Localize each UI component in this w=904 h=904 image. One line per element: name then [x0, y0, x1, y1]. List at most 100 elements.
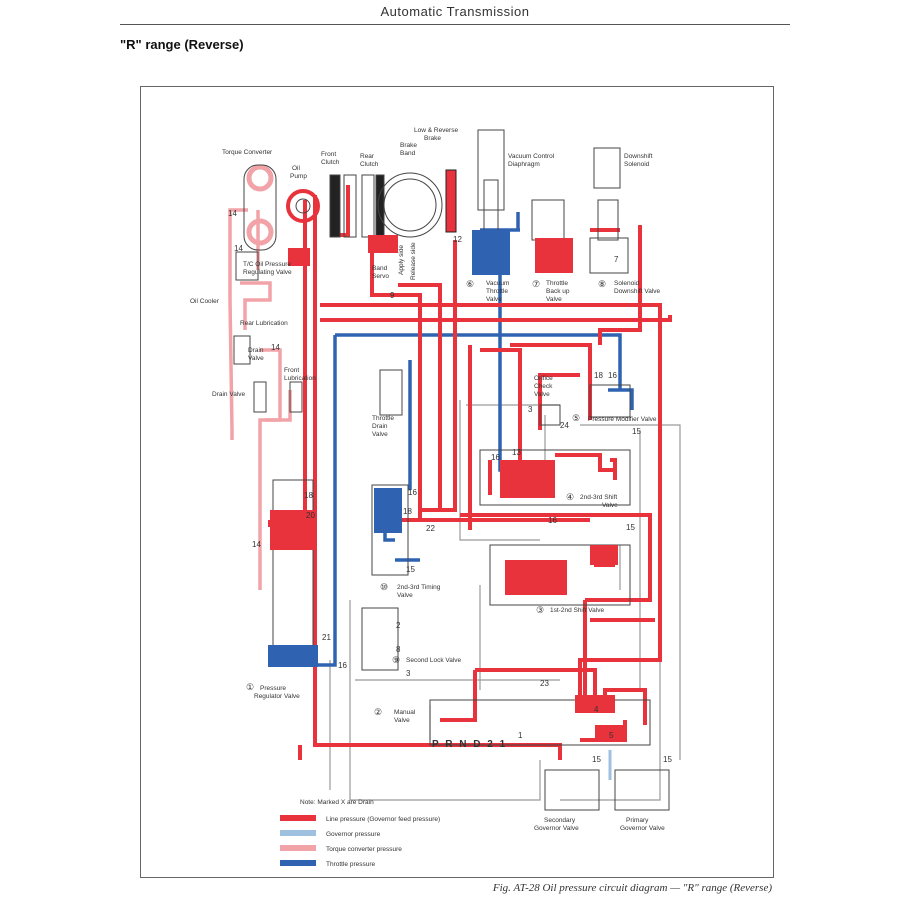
drain-lines: [329, 400, 681, 801]
label-downshift-solenoid: Downshift Solenoid: [624, 153, 654, 168]
valve-10-num: ⑩: [380, 582, 388, 592]
port-number: 7: [614, 255, 619, 264]
diagram-frame: [140, 86, 774, 878]
header-rule: [120, 24, 790, 25]
legend-label-torque-converter: Torque converter pressure: [326, 846, 402, 853]
valve-8-num: ⑧: [598, 279, 606, 289]
legend-item-torque-converter: Torque converter pressure: [280, 845, 402, 853]
port-number: 3: [406, 669, 411, 678]
port-number: 13: [512, 448, 521, 457]
port-number: 18: [403, 507, 412, 516]
valve-10-name: 2nd-3rd Timing Valve: [397, 584, 442, 599]
valve-9-num: ⑨: [392, 655, 400, 665]
port-number: 3: [528, 405, 533, 414]
valve-2-num: ②: [374, 707, 382, 717]
legend-swatch-governor: [280, 830, 316, 836]
valve-3-num: ③: [536, 605, 544, 615]
legend-item-line: Line pressure (Governor feed pressure): [280, 815, 440, 823]
label-rear-lubrication: Rear Lubrication: [240, 320, 288, 327]
port-number: 14: [234, 244, 243, 253]
port-number: 15: [663, 755, 672, 764]
port-number: 14: [252, 540, 261, 549]
label-gear-positions: P R N D 2 1: [432, 739, 507, 750]
port-number: 15: [632, 427, 641, 436]
port-number: 22: [426, 524, 435, 533]
port-number: 15: [406, 565, 415, 574]
label-primary-governor: Primary Governor Valve: [620, 817, 665, 832]
valve-7-num: ⑦: [532, 279, 540, 289]
section-title: "R" range (Reverse): [120, 37, 244, 52]
legend-swatch-line: [280, 815, 316, 821]
port-number: 12: [453, 235, 462, 244]
port-number: 1: [518, 731, 523, 740]
port-number: 24: [560, 421, 569, 430]
port-number: 16: [338, 661, 347, 670]
valve-5-name: Pressure Modifier Valve: [588, 416, 657, 423]
label-orifice-check-valve: Orifice Check Valve: [534, 375, 555, 398]
valve-1-name: Pressure Regulator Valve: [254, 685, 300, 700]
figure-caption: Fig. AT-28 Oil pressure circuit diagram …: [492, 882, 772, 894]
port-number: 18: [594, 371, 603, 380]
label-throttle-drain-valve: Throttle Drain Valve: [372, 415, 396, 438]
port-number: 15: [592, 755, 601, 764]
valve-7-name: Throttle Back up Valve: [546, 280, 571, 303]
port-number: 9: [390, 291, 395, 300]
valve-labels: ① Pressure Regulator Valve ② Manual Valv…: [246, 279, 661, 724]
valve-9-name: Second Lock Valve: [406, 657, 462, 664]
valve-6-name: Vacuum Throttle Valve: [486, 280, 511, 303]
legend: Note: Marked X are Drain Line pressure (…: [280, 799, 440, 868]
valve-2-name: Manual Valve: [394, 709, 417, 724]
valve-5-num: ⑤: [572, 413, 580, 423]
label-front-clutch: Front Clutch: [321, 151, 340, 166]
label-secondary-governor: Secondary Governor Valve: [534, 817, 579, 832]
port-number: 18: [304, 491, 313, 500]
label-torque-converter: Torque Converter: [222, 149, 273, 156]
valve-3-name: 1st-2nd Shift Valve: [550, 607, 604, 614]
port-number: 5: [609, 731, 614, 740]
valve-4-name: 2nd-3rd Shift Valve: [580, 494, 619, 509]
port-number: 8: [396, 645, 401, 654]
valve-8-name: Solenoid Downshift Valve: [614, 280, 661, 295]
port-number: 20: [306, 511, 315, 520]
label-drain-valve-2: Drain Valve: [212, 391, 246, 398]
component-labels: Torque Converter Oil Pump Front Clutch R…: [190, 127, 665, 832]
port-number: 21: [322, 633, 331, 642]
label-band-servo: Band Servo: [372, 265, 389, 280]
port-number: 4: [594, 705, 599, 714]
port-number: 16: [548, 516, 557, 525]
legend-item-governor: Governor pressure: [280, 830, 381, 838]
port-number: 16: [408, 488, 417, 497]
port-number: 2: [396, 621, 401, 630]
valve-4-num: ④: [566, 492, 574, 502]
port-numbers: 14 14 14 18 20 14 21 16 9 12 16 18 22 16…: [228, 209, 672, 764]
label-low-reverse-brake: Low & Reverse Brake: [414, 127, 460, 142]
component-outlines: [233, 129, 670, 811]
label-apply-side: Apply side: [398, 245, 405, 275]
page-header: Automatic Transmission: [380, 4, 530, 19]
port-number: 16: [491, 453, 500, 462]
label-vacuum-diaphragm: Vacuum Control Diaphragm: [508, 153, 556, 168]
legend-note: Note: Marked X are Drain: [300, 799, 374, 806]
legend-item-throttle: Throttle pressure: [280, 860, 376, 868]
label-tc-regulating-valve: T/C Oil Pressure Regulating Valve: [243, 261, 293, 276]
legend-swatch-throttle: [280, 860, 316, 866]
legend-label-line: Line pressure (Governor feed pressure): [326, 816, 440, 823]
port-number: 14: [228, 209, 237, 218]
label-release-side: Release side: [410, 242, 417, 280]
legend-label-governor: Governor pressure: [326, 831, 381, 838]
port-number: 23: [540, 679, 549, 688]
valve-1-num: ①: [246, 682, 254, 692]
valve-6-num: ⑥: [466, 279, 474, 289]
label-drain-valve-1: Drain Valve: [248, 347, 265, 362]
port-number: 16: [608, 371, 617, 380]
label-oil-pump: Oil Pump: [290, 165, 307, 180]
label-rear-clutch: Rear Clutch: [360, 153, 379, 168]
legend-swatch-torque-converter: [280, 845, 316, 851]
label-oil-cooler: Oil Cooler: [190, 298, 220, 305]
label-brake-band: Brake Band: [400, 142, 419, 157]
label-front-lubrication: Front Lubrication: [284, 367, 316, 382]
port-number: 15: [626, 523, 635, 532]
port-number: 14: [271, 343, 280, 352]
legend-label-throttle: Throttle pressure: [326, 861, 376, 868]
